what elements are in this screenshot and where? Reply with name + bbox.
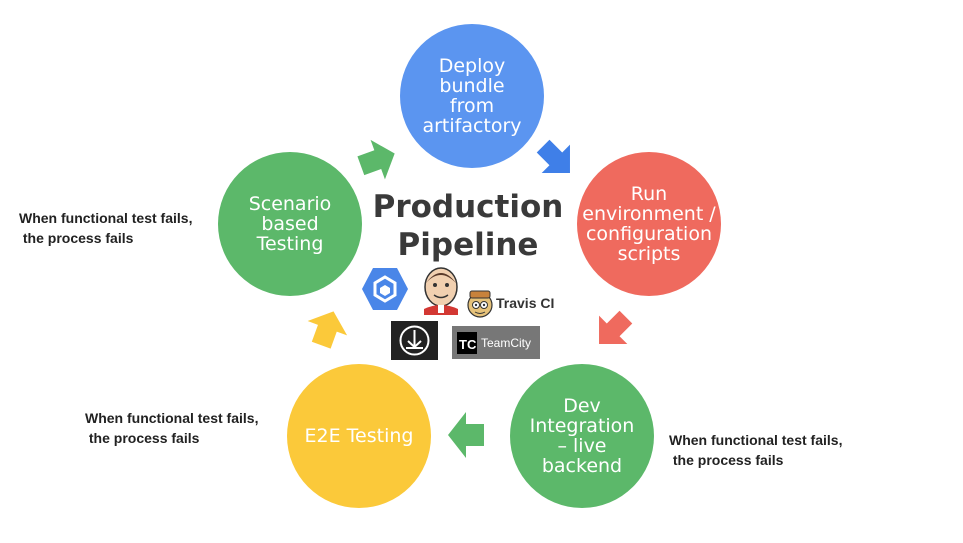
- cloud-build-logo-icon: [361, 265, 409, 313]
- stage-deploy-label: Deploy bundle from artifactory: [422, 55, 522, 137]
- stage-scenario-testing: Scenario based Testing: [218, 152, 362, 296]
- note-bottom: When functional test fails, the process …: [85, 410, 259, 446]
- teamcity-mark-text: TC: [459, 337, 477, 352]
- diagram-title: Production Pipeline: [372, 189, 564, 263]
- teamcity-mark-icon: TC: [457, 332, 477, 354]
- travis-ci-label: Travis CI: [496, 295, 555, 311]
- teamcity-logo: TC TeamCity: [452, 326, 540, 359]
- note-right: When functional test fails, the process …: [669, 432, 843, 468]
- stage-run-label: Run environment / configuration scripts: [582, 183, 716, 265]
- stage-run-scripts: Run environment / configuration scripts: [577, 152, 721, 296]
- stage-dev-integration: Dev Integration – live backend: [510, 364, 654, 508]
- arrow-run-to-dev: [599, 310, 633, 344]
- stage-e2e-label: E2E Testing: [304, 425, 414, 447]
- stage-deploy: Deploy bundle from artifactory: [400, 24, 544, 168]
- arrow-scenario-to-deploy: [357, 139, 395, 180]
- teamcity-label: TeamCity: [481, 336, 532, 350]
- stage-e2e-testing: E2E Testing: [287, 364, 431, 508]
- stage-scenario-label: Scenario based Testing: [248, 193, 332, 255]
- stage-dev-label: Dev Integration – live backend: [529, 395, 635, 477]
- note-left: When functional test fails, the process …: [19, 210, 193, 246]
- travis-ci-logo: Travis CI: [466, 288, 556, 318]
- travis-mascot-icon: [467, 290, 493, 318]
- concourse-logo-icon: [391, 321, 438, 360]
- arrow-e2e-to-scenario: [307, 311, 348, 349]
- arrow-deploy-to-run: [536, 139, 570, 173]
- jenkins-logo-icon: [418, 265, 464, 315]
- arrow-dev-to-e2e: [448, 412, 484, 458]
